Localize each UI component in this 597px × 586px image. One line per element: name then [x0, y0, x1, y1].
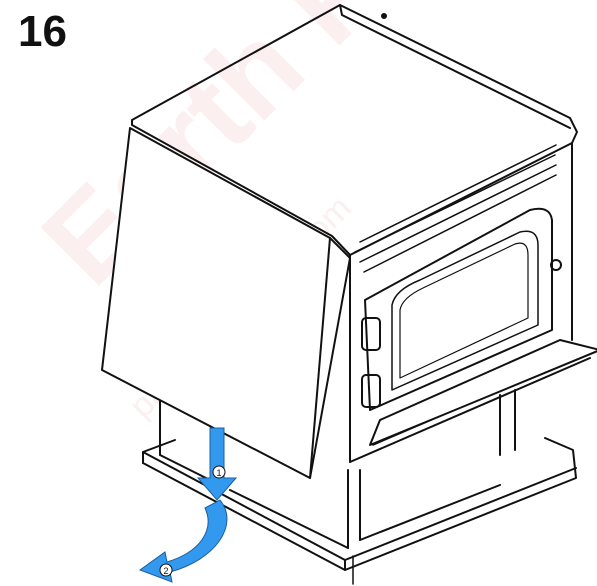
arrow-down: 1 — [196, 427, 238, 501]
stove-body — [131, 4, 591, 463]
callout-2: 2 — [163, 566, 168, 576]
step-number: 16 — [18, 7, 67, 56]
door — [361, 207, 562, 411]
callout-1: 1 — [216, 468, 221, 478]
side-panel — [101, 127, 351, 479]
arrow-curve: 2 — [138, 499, 228, 583]
ash-lip — [369, 339, 597, 446]
pedestal — [159, 389, 516, 549]
